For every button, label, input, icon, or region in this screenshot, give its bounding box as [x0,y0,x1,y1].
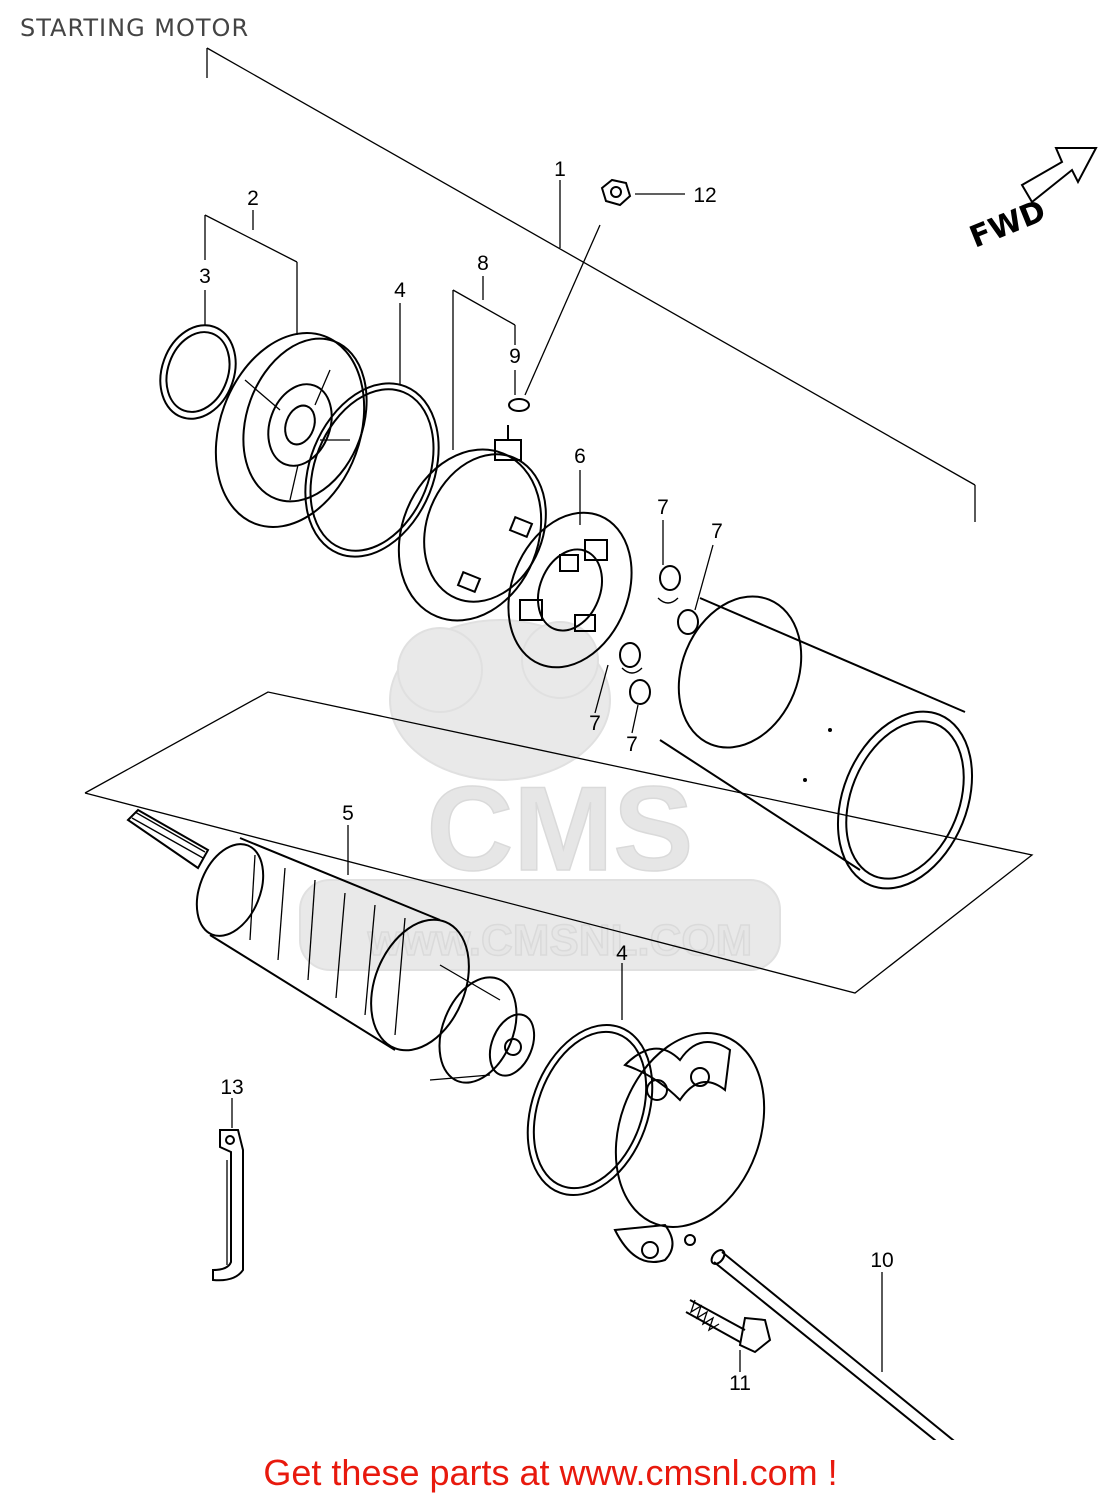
part-short-bolt [685,1299,772,1354]
part-ring-gasket-top [304,382,440,558]
watermark-url-text: www.CMSNL.COM [367,916,753,965]
callout-12: 12 [693,184,716,207]
part-ring-gasket-bottom [526,1023,654,1197]
callout-13: 13 [220,1076,243,1099]
callout-4-top: 4 [394,279,406,302]
part-motor-yoke [659,595,974,890]
callout-7-b: 7 [711,520,723,543]
footer-link[interactable]: Get these parts at www.cmsnl.com ! [263,1452,838,1493]
fwd-label: FWD [965,194,1051,256]
callout-numbers: 1 2 3 4 8 9 12 6 7 7 7 7 5 4 13 10 11 [199,158,894,1395]
callout-2: 2 [247,187,259,210]
callout-1: 1 [554,158,566,181]
part-o-ring [159,324,237,420]
fwd-arrow: FWD [965,147,1098,256]
part-through-bolt [710,1249,955,1440]
part-brushes [619,565,699,705]
watermark-logo: CMS www.CMSNL.COM [299,619,781,971]
assembly-frame-top [206,47,976,522]
watermark-logo-text: CMS [427,762,694,896]
part-washer [508,398,530,412]
part-end-housing [214,332,368,528]
part-nut [600,178,632,207]
part-brush-holder [507,511,633,669]
exploded-parts-diagram: CMS www.CMSNL.COM FWD [84,47,1098,1440]
callout-7-d: 7 [626,733,638,756]
callout-8: 8 [477,252,489,275]
part-terminal-lead [212,1129,244,1282]
callout-6: 6 [574,445,586,468]
assembly-frame-bottom [84,691,1034,994]
callout-10: 10 [870,1249,893,1272]
callout-7-c: 7 [589,712,601,735]
leader-lines [204,180,883,1372]
part-brush-plate [397,425,547,622]
callout-11: 11 [729,1372,751,1395]
callout-5: 5 [342,802,354,825]
callout-7-a: 7 [657,496,669,519]
callout-9: 9 [509,345,521,368]
part-front-cover [613,1032,766,1263]
diagram-title: STARTING MOTOR [20,14,250,42]
callout-4-bottom: 4 [616,942,628,965]
callout-3: 3 [199,265,211,288]
part-armature [126,808,536,1084]
